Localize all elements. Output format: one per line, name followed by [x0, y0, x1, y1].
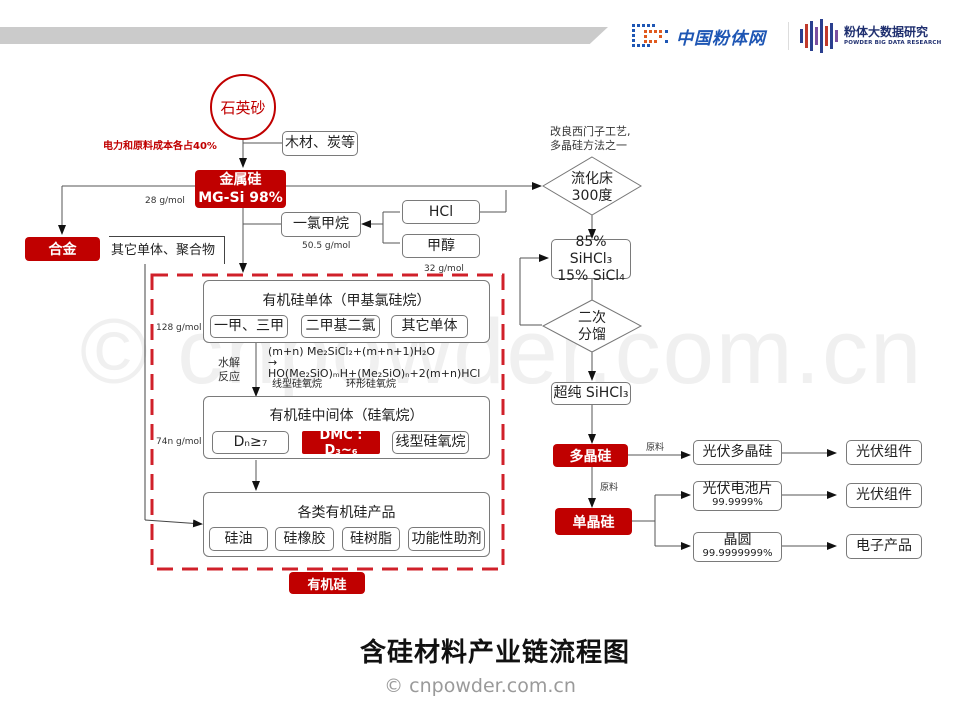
- logo-secondary-cn: 粉体大数据研究: [844, 25, 929, 39]
- mw-methanol: 32 g/mol: [424, 264, 464, 274]
- mix-trichlorosilane: 85% SiHCl₃: [569, 233, 613, 267]
- pv-cell-node: 光伏电池片 99.9999%: [693, 481, 782, 511]
- hydrolysis-label-1: 水解: [218, 356, 240, 369]
- quartz-sand-node: 石英砂: [210, 74, 276, 140]
- powder-big-data-logo: 粉体大数据研究 POWDER BIG DATA RESEARCH: [800, 17, 941, 55]
- cnpowder-logo-icon: [630, 21, 670, 51]
- alloy-node: 合金: [25, 237, 100, 261]
- monomer-panel: 有机硅单体（甲基氯硅烷） 一甲、三甲 二甲基二氯 其它单体: [203, 280, 490, 343]
- wafer-label: 晶圆: [723, 532, 752, 548]
- raw-material-label: 原料: [600, 483, 619, 493]
- monocrystalline-node: 单晶硅: [555, 508, 632, 535]
- metal-silicon-grade: MG-Si 98%: [198, 190, 283, 206]
- chlorosilane-mix-node: 85% SiHCl₃ 15% SiCl₄: [551, 234, 631, 284]
- metal-silicon-node: 金属硅 MG-Si 98%: [195, 170, 286, 208]
- cyclic-siloxane-note: 环形硅氧烷: [346, 379, 396, 390]
- silicone-group-border: [150, 273, 505, 571]
- products-panel: 各类有机硅产品 硅油 硅橡胶 硅树脂 功能性助剂: [203, 492, 490, 557]
- hcl-node: HCl: [402, 200, 480, 224]
- methanol-node: 甲醇: [402, 234, 480, 258]
- intermediate-item: Dₙ≥₇: [212, 431, 289, 454]
- intermediate-item-dmc: DMC : D₃~₆: [302, 428, 380, 458]
- equation-arrow: →: [268, 356, 278, 369]
- mw-intermediate: 74n g/mol: [156, 437, 202, 447]
- pv-module-node: 光伏组件: [846, 483, 922, 508]
- reactor-temp: 300度: [571, 188, 613, 204]
- silicone-group-label: 有机硅: [289, 572, 365, 594]
- product-item: 硅油: [209, 527, 268, 551]
- logo-secondary-en: POWDER BIG DATA RESEARCH: [844, 40, 942, 46]
- distill-diamond: [541, 299, 643, 353]
- mw-chloromethane: 50.5 g/mol: [302, 241, 351, 251]
- electronics-node: 电子产品: [846, 534, 922, 559]
- wafer-purity: 99.9999999%: [702, 548, 773, 559]
- mix-tetrachloride: 15% SiCl₄: [557, 267, 625, 284]
- distill-line-1: 二次: [578, 310, 606, 326]
- monomer-item: 二甲基二氯: [301, 315, 380, 338]
- equation-line-2: HO(Me₂SiO)ₘH+(Me₂SiO)ₙ+2(m+n)HCl: [268, 367, 481, 380]
- header-bar: [0, 27, 608, 44]
- product-item: 硅树脂: [342, 527, 400, 551]
- mw-monomer: 128 g/mol: [156, 323, 202, 333]
- cost-note: 电力和原料成本各占40%: [103, 141, 217, 152]
- product-item: 硅橡胶: [275, 527, 334, 551]
- mw-silicon: 28 g/mol: [145, 196, 185, 206]
- arrow-to-products: [144, 519, 203, 528]
- reductant-node: 木材、炭等: [282, 131, 358, 156]
- distill-label: 二次 分馏: [552, 310, 632, 344]
- raw-material-label: 原料: [646, 443, 665, 453]
- other-products-node: 其它单体、聚合物: [109, 236, 225, 264]
- bar-code-logo-icon: [800, 18, 838, 54]
- intermediate-item: 线型硅氧烷: [392, 431, 469, 454]
- metal-silicon-label: 金属硅: [219, 172, 262, 188]
- siemens-note-1: 改良西门子工艺,: [550, 125, 631, 138]
- hydrolysis-label-2: 反应: [218, 370, 240, 383]
- intermediate-title: 有机硅中间体（硅氧烷）: [269, 408, 424, 424]
- cnpowder-logo: 中国粉体网: [630, 19, 766, 53]
- logo-text: 中国粉体网: [676, 28, 766, 49]
- product-item: 功能性助剂: [408, 527, 485, 551]
- polysilicon-node: 多晶硅: [553, 444, 628, 467]
- pv-polysilicon-node: 光伏多晶硅: [693, 440, 782, 465]
- pv-cell-label: 光伏电池片: [702, 481, 773, 497]
- distill-line-2: 分馏: [578, 327, 606, 343]
- reactor-type: 流化床: [571, 171, 613, 187]
- logo-divider: [788, 22, 789, 50]
- intermediate-panel: 有机硅中间体（硅氧烷） Dₙ≥₇ DMC : D₃~₆ 线型硅氧烷: [203, 396, 490, 459]
- reactor-label: 流化床 300度: [552, 171, 632, 205]
- siemens-note-2: 多晶硅方法之一: [550, 139, 627, 152]
- monomer-title: 有机硅单体（甲基氯硅烷）: [262, 293, 431, 309]
- ultrapure-trichlorosilane-node: 超纯 SiHCl₃: [551, 382, 631, 405]
- monomer-item: 一甲、三甲: [210, 315, 288, 338]
- products-title: 各类有机硅产品: [297, 505, 396, 521]
- equation-line-1: (m+n) Me₂SiCl₂+(m+n+1)H₂O: [268, 345, 436, 358]
- reactor-diamond: [542, 156, 642, 216]
- monomer-item: 其它单体: [391, 315, 468, 338]
- pv-cell-purity: 99.9999%: [712, 497, 763, 508]
- chloromethane-node: 一氯甲烷: [281, 212, 361, 237]
- linear-siloxane-note: 线型硅氧烷: [272, 379, 322, 390]
- diagram-title: 含硅材料产业链流程图: [359, 638, 630, 668]
- pv-module-node: 光伏组件: [846, 440, 922, 465]
- wafer-node: 晶圆 99.9999999%: [693, 532, 782, 562]
- copyright: © cnpowder.com.cn: [384, 675, 576, 697]
